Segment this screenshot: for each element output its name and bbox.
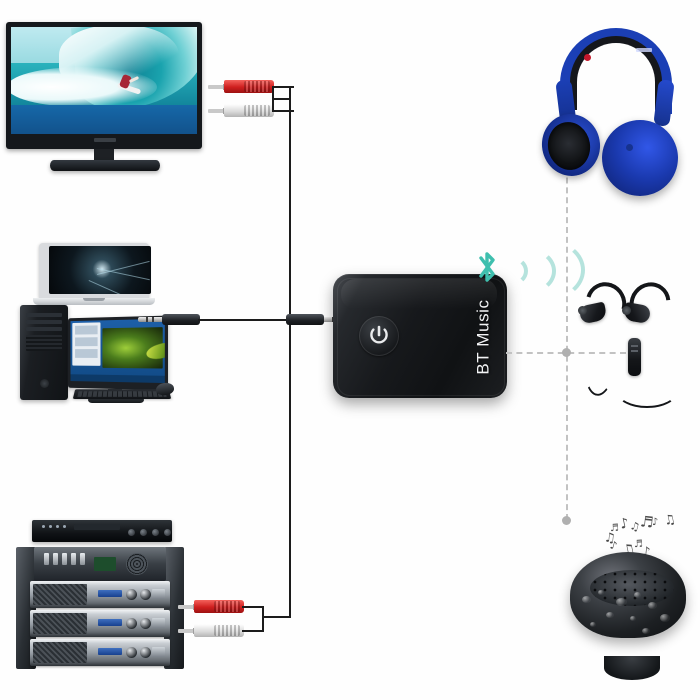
amp-unit <box>30 581 170 608</box>
ocean <box>11 105 197 134</box>
eartip-right <box>622 306 631 315</box>
monitor-foot <box>88 397 144 403</box>
link-node-speaker <box>562 516 571 525</box>
surfer <box>115 73 142 95</box>
music-note: ♪ <box>608 538 619 553</box>
device-brand-text: BT Music <box>474 299 493 375</box>
rca-plug-red-amp <box>178 600 244 613</box>
monitor-window-left <box>72 322 101 366</box>
earbud-cable-left <box>580 316 622 398</box>
water-droplets <box>576 588 680 644</box>
laptop-trackpad-notch <box>83 298 105 301</box>
monitor-taskbar <box>70 374 165 384</box>
earbud-cable-loop <box>616 374 678 408</box>
speaker-body <box>570 552 686 680</box>
bluetooth-signal <box>474 228 585 302</box>
desktop-computer <box>20 305 180 405</box>
cable-tv-red <box>272 86 294 88</box>
wireless-link-vertical <box>566 128 568 520</box>
earcup-right <box>602 120 678 196</box>
rca-plug-white-amp <box>178 624 244 637</box>
music-note: ♫ <box>628 518 642 535</box>
tv-brand-logo <box>94 138 116 142</box>
bt-wave-3 <box>509 239 585 301</box>
inline-control[interactable] <box>628 338 641 376</box>
link-node-earbuds <box>562 348 571 357</box>
device-edge <box>337 278 505 396</box>
laptop <box>33 243 155 310</box>
av-receiver <box>32 520 172 542</box>
tv-stand-base <box>50 160 160 171</box>
tv-stand-neck <box>94 149 114 162</box>
laptop-screen <box>49 246 151 294</box>
bluetooth-speaker: ♫♪♬♫♪♬♫♪♫♬♪♫ <box>566 512 692 680</box>
rca-plug-red-tv <box>208 80 274 93</box>
amp-unit <box>30 610 170 637</box>
amplifier-rack <box>16 520 184 670</box>
monitor-photo <box>102 327 165 369</box>
wireless-headphones <box>537 28 692 196</box>
pc-brand-logo <box>40 379 49 388</box>
cable-tv-white <box>272 110 294 112</box>
bluetooth-icon <box>474 250 500 289</box>
mouse <box>155 381 175 397</box>
cable-amp-white <box>242 630 264 632</box>
headphone-brand-logo <box>636 48 652 52</box>
cable-tv-trunk-join <box>272 98 290 100</box>
headband-marker <box>584 54 591 61</box>
device-highlight <box>341 279 497 309</box>
device-brand-label: BT Music <box>471 292 497 382</box>
monitor-screen <box>70 318 165 384</box>
music-note: ♫ <box>662 511 678 530</box>
television <box>6 22 202 174</box>
music-note: ♬ <box>639 512 655 532</box>
rack-frame <box>16 547 184 669</box>
cable-pc-to-device <box>198 319 290 321</box>
speaker-grille <box>590 570 674 606</box>
aux-jack-pc <box>138 314 200 325</box>
wireless-earbuds <box>576 274 686 408</box>
monitor <box>67 315 169 391</box>
cable-main-trunk <box>289 86 291 616</box>
cable-amp-red <box>242 606 264 608</box>
tv-screen <box>11 27 197 134</box>
laptop-lid <box>39 243 151 298</box>
eartip-left <box>578 306 587 315</box>
power-button[interactable] <box>359 316 399 356</box>
cable-amp-trunk-join <box>262 616 291 618</box>
music-note: ♪ <box>618 515 631 533</box>
cable-amp-merge <box>262 606 264 632</box>
speaker-suction-cup <box>604 656 660 680</box>
headband-padding <box>570 36 662 110</box>
amp-unit <box>30 639 170 666</box>
pc-tower <box>20 305 68 400</box>
laptop-base <box>33 298 155 305</box>
bt-music-adapter[interactable]: BT Music <box>333 274 507 398</box>
rca-plug-white-tv <box>208 104 274 117</box>
rack-top-unit <box>34 547 166 581</box>
tv-bezel <box>6 22 202 149</box>
